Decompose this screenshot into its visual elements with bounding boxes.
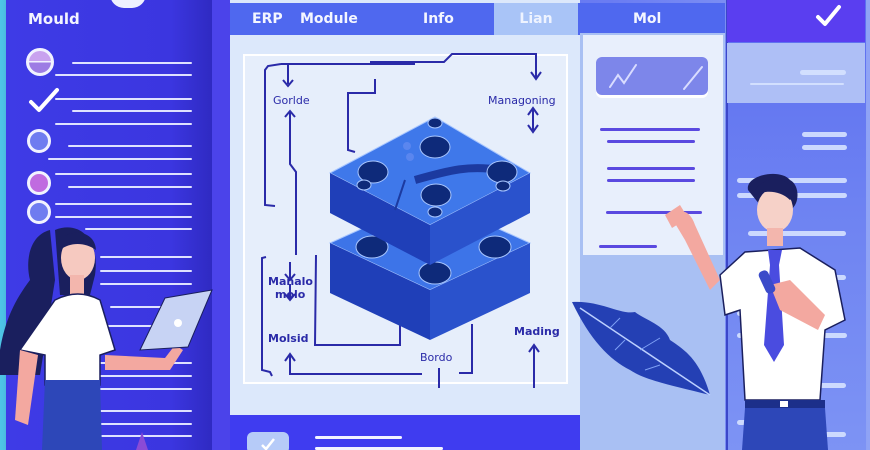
trend-line-icon xyxy=(609,64,703,90)
list-line xyxy=(55,74,192,76)
list-line xyxy=(55,98,192,100)
list-line xyxy=(100,256,192,258)
circle-icon[interactable] xyxy=(27,200,51,224)
label-managoning: Managoning xyxy=(488,94,556,107)
label-manalo: Manalo xyxy=(268,275,313,288)
tab-info[interactable]: Info xyxy=(423,11,454,27)
sidebar-edge xyxy=(212,0,230,450)
cloud-decoration xyxy=(110,0,146,8)
mould-block-icon xyxy=(328,116,532,340)
label-molsid: Molsid xyxy=(268,332,309,345)
check-icon[interactable] xyxy=(815,4,841,26)
list-line xyxy=(72,110,192,112)
list-line xyxy=(55,173,192,175)
toolbar-line xyxy=(315,447,443,450)
label-gorlde: Gorlde xyxy=(273,94,310,107)
list-line xyxy=(85,228,192,230)
circle-icon[interactable] xyxy=(27,129,51,153)
list-line xyxy=(100,375,192,377)
list-line xyxy=(110,306,192,308)
text-line xyxy=(607,140,695,143)
list-line xyxy=(55,216,192,218)
text-line xyxy=(599,245,657,248)
tab-module[interactable]: Module xyxy=(300,11,358,27)
tab-mol[interactable]: Mol xyxy=(633,11,662,27)
man-illustration xyxy=(665,173,846,450)
chart-widget[interactable] xyxy=(596,57,708,95)
list-line xyxy=(55,203,192,205)
list-line xyxy=(100,423,192,425)
list-line xyxy=(72,62,192,64)
circle-icon[interactable] xyxy=(27,171,51,195)
list-line xyxy=(100,283,192,285)
list-line xyxy=(68,186,192,188)
toolbar-line xyxy=(315,436,402,439)
text-pill xyxy=(820,383,846,388)
text-pill xyxy=(802,132,847,137)
tab-lian[interactable]: Lian xyxy=(494,3,578,35)
sidebar-title: Mould xyxy=(28,10,80,28)
text-pill xyxy=(820,432,846,437)
woman-illustration xyxy=(0,227,213,450)
text-line xyxy=(607,179,695,182)
list-line xyxy=(100,270,192,272)
list-line xyxy=(48,158,192,160)
list-line xyxy=(100,325,192,327)
half-circle-icon[interactable] xyxy=(26,48,54,76)
text-pill xyxy=(802,145,847,150)
text-line xyxy=(606,211,702,214)
text-pill xyxy=(748,231,846,236)
list-line xyxy=(100,435,192,437)
list-line xyxy=(100,410,192,412)
check-icon xyxy=(261,438,275,450)
label-molo: molo xyxy=(275,288,306,301)
right-panel-header xyxy=(727,0,865,42)
tab-bar xyxy=(230,3,725,35)
text-pill xyxy=(830,275,846,280)
tab-erp[interactable]: ERP xyxy=(252,11,283,27)
list-line xyxy=(68,145,192,147)
text-line xyxy=(607,167,695,170)
checkbox-button[interactable] xyxy=(247,432,289,450)
text-line xyxy=(600,128,700,131)
text-pill xyxy=(750,83,844,85)
text-pill xyxy=(800,70,846,75)
list-line xyxy=(100,388,192,390)
label-mading: Mading xyxy=(514,325,560,338)
check-icon[interactable] xyxy=(28,86,60,114)
list-line xyxy=(55,123,192,125)
text-pill xyxy=(737,178,847,183)
label-bordo: Bordo xyxy=(420,351,453,364)
leaf-icon xyxy=(572,301,711,396)
